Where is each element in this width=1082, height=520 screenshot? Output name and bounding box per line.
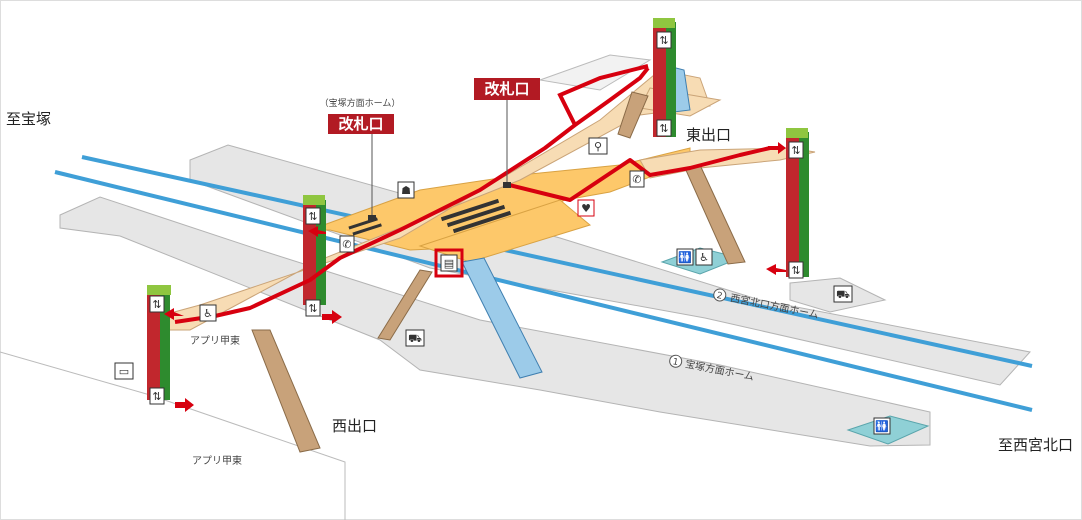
place-apri-koto-lower: アプリ甲東: [192, 454, 242, 467]
leader-gate-main-dot: [503, 182, 511, 188]
route-path: [174, 66, 650, 324]
phone-icon: ✆: [629, 170, 645, 188]
svg-text:2: 2: [716, 291, 724, 302]
svg-text:1: 1: [672, 357, 680, 368]
elevator-tower-east: [786, 128, 809, 277]
aed-icon: ♥: [577, 199, 595, 217]
gate-label-side: 改札口: [338, 115, 383, 133]
svg-text:✆: ✆: [342, 238, 351, 251]
svg-text:▤: ▤: [444, 257, 454, 270]
svg-text:⇅: ⇅: [152, 390, 161, 403]
elevator-tower-north: [653, 18, 676, 137]
elevator-icon: ⇅: [788, 261, 804, 279]
exit-label-west: 西出口: [332, 417, 377, 435]
svg-text:⇅: ⇅: [791, 144, 800, 157]
arrow-center-exit: [322, 310, 342, 324]
svg-text:✆: ✆: [632, 173, 641, 186]
toilet-icon: 🚻: [676, 248, 694, 266]
gate-label-main-bg: [474, 78, 540, 100]
svg-text:⛟: ⛟: [836, 288, 850, 301]
elevator-icon: ⇅: [305, 299, 321, 317]
gate-label-side-note: （宝塚方面ホーム）: [320, 97, 401, 109]
route-path-east: [504, 146, 771, 202]
route-path-north: [557, 64, 649, 126]
elevator-icon: ⇅: [305, 207, 321, 225]
direction-to-takarazuka: 至宝塚: [6, 110, 51, 128]
arrow-west-exit: [175, 398, 194, 412]
exit-label-east: 東出口: [686, 126, 731, 144]
stairs-north: [617, 91, 649, 139]
wheelchair-icon: ♿: [199, 304, 217, 322]
arrow-center-bridge: [308, 226, 326, 237]
direction-to-nishinomiya: 至西宮北口: [998, 436, 1073, 454]
bicycle-icon: ⚲: [588, 137, 608, 155]
svg-text:⛟: ⛟: [408, 332, 422, 345]
wheelchair-icon: ♿: [695, 248, 713, 266]
escalator-center: [461, 257, 543, 379]
platform-1-slab: [59, 196, 931, 447]
track-lower: [54, 170, 1033, 412]
svg-text:☗: ☗: [401, 184, 411, 197]
svg-text:♥: ♥: [581, 202, 591, 215]
bus-icon: ▭: [114, 362, 134, 380]
arrow-east-exit: [768, 142, 786, 154]
svg-text:⚲: ⚲: [594, 140, 602, 153]
arrow-west-bridge: [164, 308, 184, 320]
gate-label-main: 改札口: [484, 80, 529, 98]
taxi-icon: ⛟: [833, 285, 853, 303]
elevator-icon: ⇅: [149, 295, 165, 313]
leader-gate-side-dot: [368, 215, 376, 221]
gate-marks-main: [440, 198, 512, 234]
svg-text:⇅: ⇅: [308, 302, 317, 315]
track-upper: [81, 155, 1033, 368]
arrow-east-ground: [766, 264, 786, 275]
elevator-icon: ⇅: [656, 31, 672, 49]
phone-icon: ✆: [339, 235, 355, 253]
svg-text:♿: ♿: [699, 251, 709, 264]
svg-text:⇅: ⇅: [308, 210, 317, 223]
stairs-west: [251, 329, 321, 453]
ticket-machine-icon: ▤: [434, 248, 464, 278]
elevator-icon: ⇅: [788, 141, 804, 159]
elevator-tower-west: [147, 285, 171, 400]
elevator-icon: ⇅: [656, 119, 672, 137]
svg-text:▭: ▭: [119, 365, 129, 378]
place-apri-koto-upper: アプリ甲東: [190, 334, 240, 347]
svg-text:⇅: ⇅: [152, 298, 161, 311]
elevator-icon: ⇅: [149, 387, 165, 405]
svg-text:🚻: 🚻: [678, 251, 692, 264]
ground-outline: [0, 351, 346, 520]
svg-text:⇅: ⇅: [791, 264, 800, 277]
svg-text:🚻: 🚻: [875, 420, 889, 433]
gate-label-side-bg: [328, 114, 394, 134]
svg-text:♿: ♿: [203, 307, 213, 320]
toilet-icon: 🚻: [873, 417, 891, 435]
information-icon: ☗: [397, 181, 415, 199]
svg-text:⇅: ⇅: [659, 122, 668, 135]
svg-text:⇅: ⇅: [659, 34, 668, 47]
taxi-icon: ⛟: [405, 329, 425, 347]
stairs-center: [377, 269, 433, 341]
